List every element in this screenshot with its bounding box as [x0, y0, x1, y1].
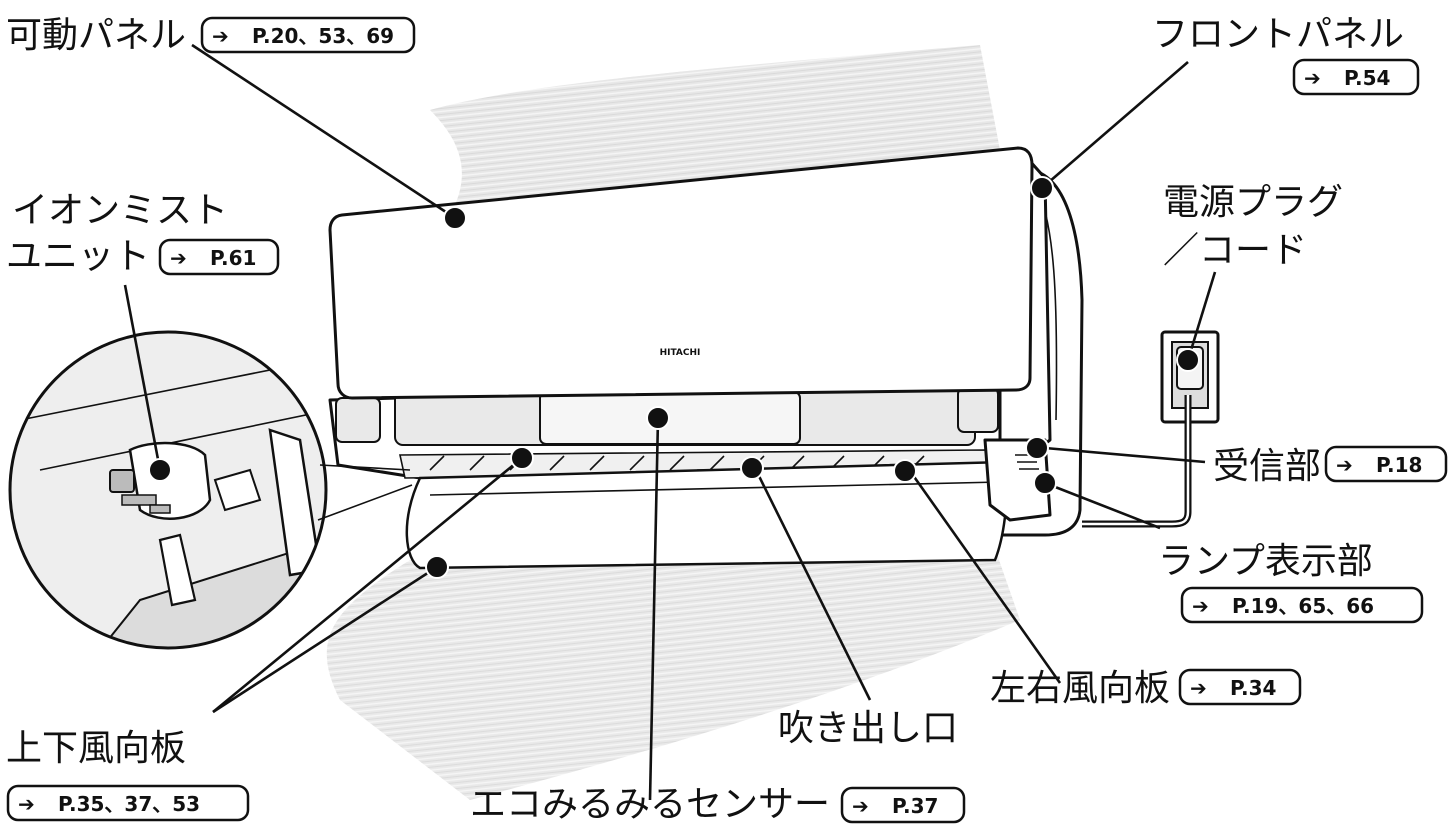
receiver-label: 受信部: [1213, 446, 1321, 487]
callout-movable-panel: 可動パネル ➔ P.20、53、69: [6, 15, 416, 56]
brand-logo: HITACHI: [660, 348, 701, 358]
eco-sensor-label: エコみるみるセンサー: [470, 784, 830, 825]
arrow-icon: ➔: [1190, 676, 1207, 700]
lower-airflow: [326, 520, 1020, 800]
outlet-label: 吹き出し口: [778, 708, 958, 749]
callout-receiver: 受信部 ➔ P.18: [1213, 445, 1448, 487]
callout-lamp-display: ランプ表示部 ➔ P.19、65、66: [1158, 541, 1424, 624]
callout-front-panel: フロントパネル ➔ P.54: [1152, 14, 1420, 96]
upper-airflow: [430, 45, 1000, 205]
eco-sensor-ref: P.37: [892, 794, 938, 818]
callout-eco-sensor: エコみるみるセンサー ➔ P.37: [470, 784, 966, 825]
ion-mist-ref: P.61: [210, 246, 256, 270]
callout-power-plug: 電源プラグ ／コード: [1163, 182, 1343, 271]
power-plug-label-line2: ／コード: [1163, 230, 1307, 271]
callout-ion-mist-unit: イオンミスト ユニット ➔ P.61: [6, 190, 280, 277]
leader-lines: [123, 43, 1217, 801]
lamp-display-ref: P.19、65、66: [1232, 594, 1374, 618]
receiver-ref: P.18: [1376, 453, 1422, 477]
arrow-icon: ➔: [212, 24, 229, 48]
ud-louver-ref: P.35、37、53: [58, 792, 200, 816]
leader-dots: [148, 176, 1200, 579]
callout-ud-louver: 上下風向板 ➔ P.35、37、53: [6, 728, 250, 822]
power-plug-label-line1: 電源プラグ: [1163, 182, 1343, 223]
arrow-icon: ➔: [1336, 453, 1353, 477]
lr-louver-ref: P.34: [1230, 676, 1276, 700]
movable-panel-ref: P.20、53、69: [252, 24, 394, 48]
ion-mist-label-line2: ユニット: [6, 236, 150, 277]
callout-outlet: 吹き出し口: [778, 708, 958, 749]
arrow-icon: ➔: [18, 792, 35, 816]
movable-panel-label: 可動パネル: [6, 15, 186, 56]
ion-mist-label-line1: イオンミスト: [12, 190, 228, 231]
callout-lr-louver: 左右風向板 ➔ P.34: [990, 668, 1302, 709]
lr-louver-label: 左右風向板: [990, 668, 1170, 709]
arrow-icon: ➔: [170, 246, 187, 270]
arrow-icon: ➔: [1304, 66, 1321, 90]
front-panel-label: フロントパネル: [1152, 14, 1404, 55]
movable-panel: [328, 146, 1034, 400]
arrow-icon: ➔: [852, 794, 869, 818]
front-panel-ref: P.54: [1344, 66, 1390, 90]
lamp-display-label: ランプ表示部: [1158, 541, 1373, 582]
arrow-icon: ➔: [1192, 594, 1209, 618]
ud-louver-label: 上下風向板: [6, 728, 186, 769]
